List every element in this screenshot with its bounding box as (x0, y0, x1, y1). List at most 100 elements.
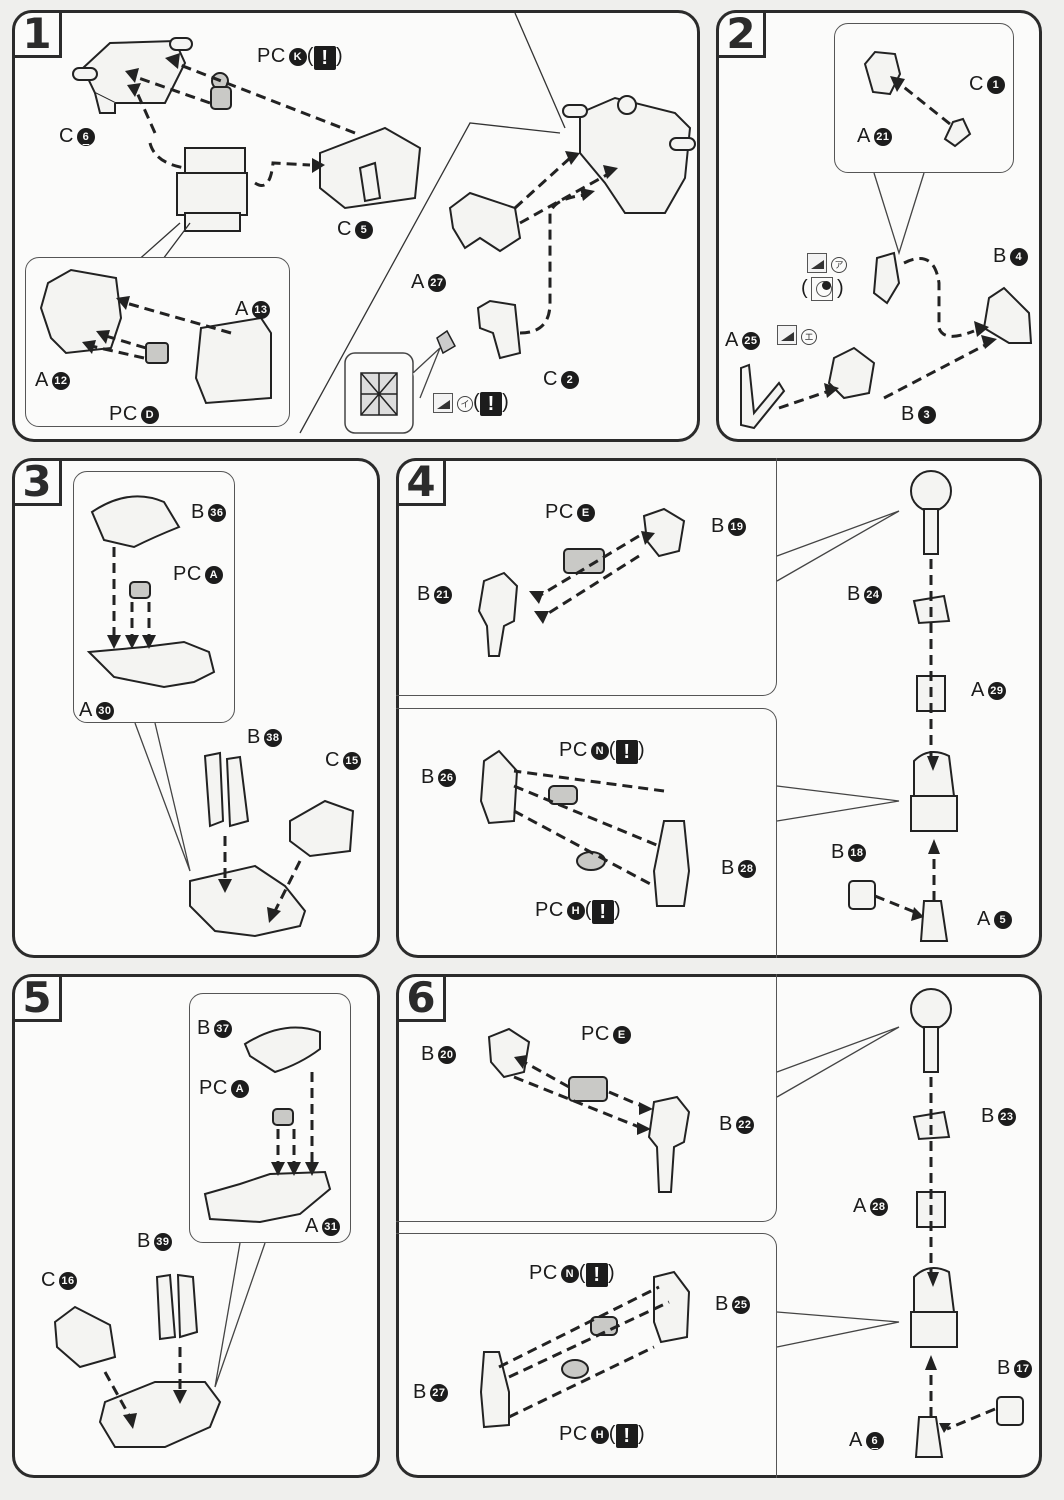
part-number: 25 (741, 332, 760, 350)
label-prefix: PC (581, 1023, 610, 1045)
label-prefix: B (421, 1043, 435, 1065)
label-prefix: PC (529, 1262, 558, 1284)
part-number: K (288, 48, 307, 66)
part-a5-drawing (919, 900, 949, 942)
part-torso-drawing (562, 95, 696, 214)
label-prefix: C (325, 749, 340, 771)
part-number: 21 (433, 586, 452, 604)
label-prefix: B (421, 766, 435, 788)
part-number: 13 (251, 301, 270, 319)
part-number: 21 (873, 128, 892, 146)
part-b18-drawing (848, 880, 876, 910)
part-b3-drawing (827, 346, 876, 400)
label-prefix: C (337, 218, 352, 240)
part-b24-drawing (912, 594, 951, 625)
step-4-lower-box (396, 708, 777, 958)
part-number: 17 (1013, 1360, 1032, 1378)
part-boat-drawing (98, 1381, 222, 1448)
label-prefix: A (849, 1429, 863, 1451)
part-upper-leg-drawing (913, 1267, 956, 1319)
part-number: 24 (863, 586, 882, 604)
label-prefix: C (543, 368, 558, 390)
label-prefix: B (719, 1113, 733, 1135)
warning-icon: ! (591, 900, 614, 924)
part-a27-drawing (448, 191, 522, 253)
label-prefix: B (197, 1017, 211, 1039)
step-6-panel: 6 (396, 974, 1042, 1478)
label-prefix: B (191, 501, 205, 523)
step-2-detail-illustration (863, 50, 972, 148)
warning-icon: ! (313, 46, 336, 70)
part-b4-drawing (982, 286, 1033, 344)
part-b23-drawing (912, 1110, 951, 1141)
label-prefix: PC (535, 899, 564, 921)
part-c16-drawing (53, 1305, 117, 1369)
label-prefix: PC (173, 563, 202, 585)
label-prefix: B (413, 1381, 427, 1403)
part-number: 4 (1009, 248, 1028, 266)
part-number: H (566, 902, 585, 920)
part-upper-leg-drawing (913, 751, 956, 803)
label-prefix: PC (559, 1423, 588, 1445)
part-a29-drawing (916, 675, 946, 712)
part-number: 36 (207, 504, 226, 522)
part-number: 15 (342, 752, 361, 770)
label-prefix: B (247, 726, 261, 748)
label-prefix: B (721, 857, 735, 879)
label-prefix: PC (109, 403, 138, 425)
part-number: 5 (354, 221, 373, 239)
part-number: H (590, 1426, 609, 1444)
part-c1-drawing (943, 117, 972, 148)
part-pc-d-drawing (145, 342, 169, 364)
warning-icon: ! (585, 1263, 608, 1287)
step-4-upper-box (396, 458, 777, 696)
part-shoulder-drawing (910, 988, 952, 1030)
part-number: D (140, 406, 159, 424)
part-a30-drawing (86, 640, 216, 689)
label-prefix: A (411, 271, 425, 293)
label-prefix: C (59, 125, 74, 147)
label-prefix: A (977, 908, 991, 930)
part-number: 20 (437, 1046, 456, 1064)
sticker-mark-icon (433, 393, 453, 413)
part-number: 25 (731, 1296, 750, 1314)
step-1-detail-box (25, 257, 290, 427)
step-2-detail-box (834, 23, 1014, 173)
label-prefix: B (715, 1293, 729, 1315)
label-prefix: C (41, 1269, 56, 1291)
step-6-lower-box (396, 1233, 777, 1478)
label-prefix: PC (559, 739, 588, 761)
part-pc-a-drawing (272, 1108, 294, 1126)
part-c15-drawing (289, 799, 355, 858)
part-number: 39 (153, 1233, 172, 1251)
part-number: 30 (95, 702, 114, 720)
part-number: 18 (847, 844, 866, 862)
label-prefix: B (993, 245, 1007, 267)
label-prefix: B (981, 1105, 995, 1127)
part-number: 28 (869, 1198, 888, 1216)
part-head-drawing (872, 251, 901, 305)
label-prefix: PC (545, 501, 574, 523)
